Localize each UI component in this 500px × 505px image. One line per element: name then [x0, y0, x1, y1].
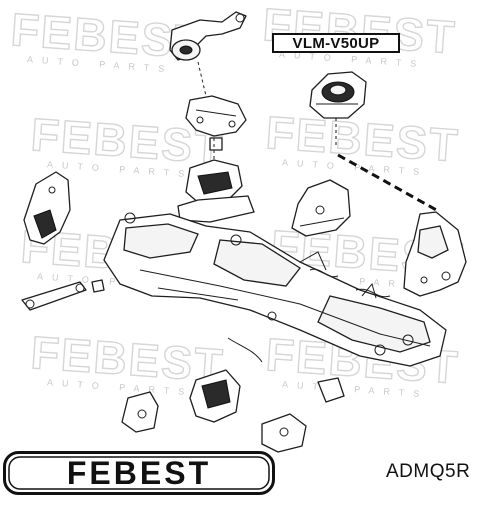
transmission-mount-bracket [403, 211, 467, 297]
callout-leader-line [337, 153, 441, 214]
febest-logo: FEBEST [3, 451, 275, 495]
front-subframe [103, 212, 447, 367]
logo-wordmark: FEBEST [67, 455, 211, 491]
part-number: ADMQ5R [386, 461, 471, 482]
upper-mount-guide-lines [197, 61, 215, 160]
vlm-v50up-mount [309, 71, 367, 148]
left-engine-mount [21, 171, 105, 311]
upper-engine-mount [169, 11, 255, 223]
lower-rear-mount [121, 369, 345, 453]
steering-lines [227, 268, 391, 363]
part-callout-label: VLM-V50UP [272, 33, 400, 53]
center-bracket [291, 179, 351, 237]
